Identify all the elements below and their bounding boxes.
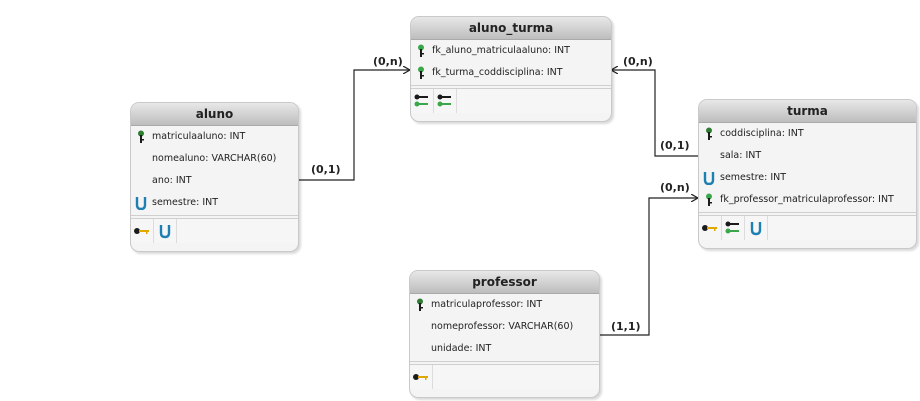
entity-title: aluno [131,103,298,126]
attribute-row[interactable]: semestre: INT [699,167,916,189]
attribute-row[interactable]: coddisciplina: INT [699,123,916,145]
attribute-text: fk_aluno_matriculaaluno: INT [432,45,570,56]
index-cell[interactable] [745,216,768,240]
entity-turma[interactable]: turma coddisciplina: INT sala: INT semes… [698,99,917,249]
index-cell[interactable] [410,365,433,389]
index-cell[interactable] [154,219,177,243]
unique-index-icon [135,192,149,214]
attribute-row[interactable]: fk_turma_coddisciplina: INT [411,62,611,84]
edge-professor-turma [599,198,698,336]
index-row [699,216,916,240]
edge-aluno-aluno-turma [297,70,410,181]
attribute-text: unidade: INT [431,343,492,354]
entity-aluno[interactable]: aluno matriculaaluno: INT nomealuno: VAR… [130,102,299,252]
attribute-row[interactable]: unidade: INT [410,338,599,360]
attribute-text: semestre: INT [720,172,787,183]
entity-title: turma [699,100,916,123]
foreign-key-icon [415,62,429,84]
index-cell[interactable] [434,89,457,113]
entity-aluno-turma[interactable]: aluno_turma fk_aluno_matriculaaluno: INT… [410,16,612,122]
card-turma-side: (0,1) [660,139,690,152]
attribute-row[interactable]: matriculaprofessor: INT [410,294,599,316]
attribute-text: matriculaprofessor: INT [431,299,543,310]
attribute-row[interactable]: nomealuno: VARCHAR(60) [131,148,298,170]
index-cell[interactable] [411,89,434,113]
divider [699,212,916,216]
card-aluno-turma-left: (0,n) [373,55,403,68]
attribute-row[interactable]: semestre: INT [131,192,298,214]
attribute-row[interactable]: nomeprofessor: VARCHAR(60) [410,316,599,338]
unique-index-icon [703,167,717,189]
edge-turma-aluno-turma [611,70,698,157]
divider [410,361,599,365]
foreign-key-icon [703,189,717,211]
divider [411,85,611,89]
index-cell[interactable] [699,216,722,240]
foreign-key-icon [415,40,429,62]
attribute-text: ano: INT [152,175,192,186]
entity-title: aluno_turma [411,17,611,40]
entity-professor[interactable]: professor matriculaprofessor: INT nomepr… [409,270,600,398]
attribute-row[interactable]: fk_aluno_matriculaaluno: INT [411,40,611,62]
divider [131,215,298,219]
card-turma-fk-side: (0,n) [660,181,690,194]
attribute-row[interactable]: sala: INT [699,145,916,167]
attribute-text: fk_turma_coddisciplina: INT [432,67,563,78]
card-aluno-side: (0,1) [311,163,341,176]
index-cell[interactable] [131,219,154,243]
primary-key-icon [703,123,717,145]
attribute-row[interactable]: matriculaaluno: INT [131,126,298,148]
entity-title: professor [410,271,599,294]
primary-key-icon [414,294,428,316]
index-row [131,219,298,243]
attribute-text: matriculaaluno: INT [152,131,246,142]
card-aluno-turma-right: (0,n) [623,55,653,68]
attribute-text: sala: INT [720,150,762,161]
attribute-text: semestre: INT [152,197,219,208]
attribute-text: nomealuno: VARCHAR(60) [152,153,277,164]
index-row [410,365,599,389]
attribute-text: nomeprofessor: VARCHAR(60) [431,321,574,332]
attribute-row[interactable]: fk_professor_matriculaprofessor: INT [699,189,916,211]
primary-key-icon [135,126,149,148]
index-row [411,89,611,113]
index-cell[interactable] [722,216,745,240]
attribute-row[interactable]: ano: INT [131,170,298,192]
card-professor-side: (1,1) [611,320,641,333]
attribute-text: coddisciplina: INT [720,128,804,139]
attribute-text: fk_professor_matriculaprofessor: INT [720,194,894,205]
